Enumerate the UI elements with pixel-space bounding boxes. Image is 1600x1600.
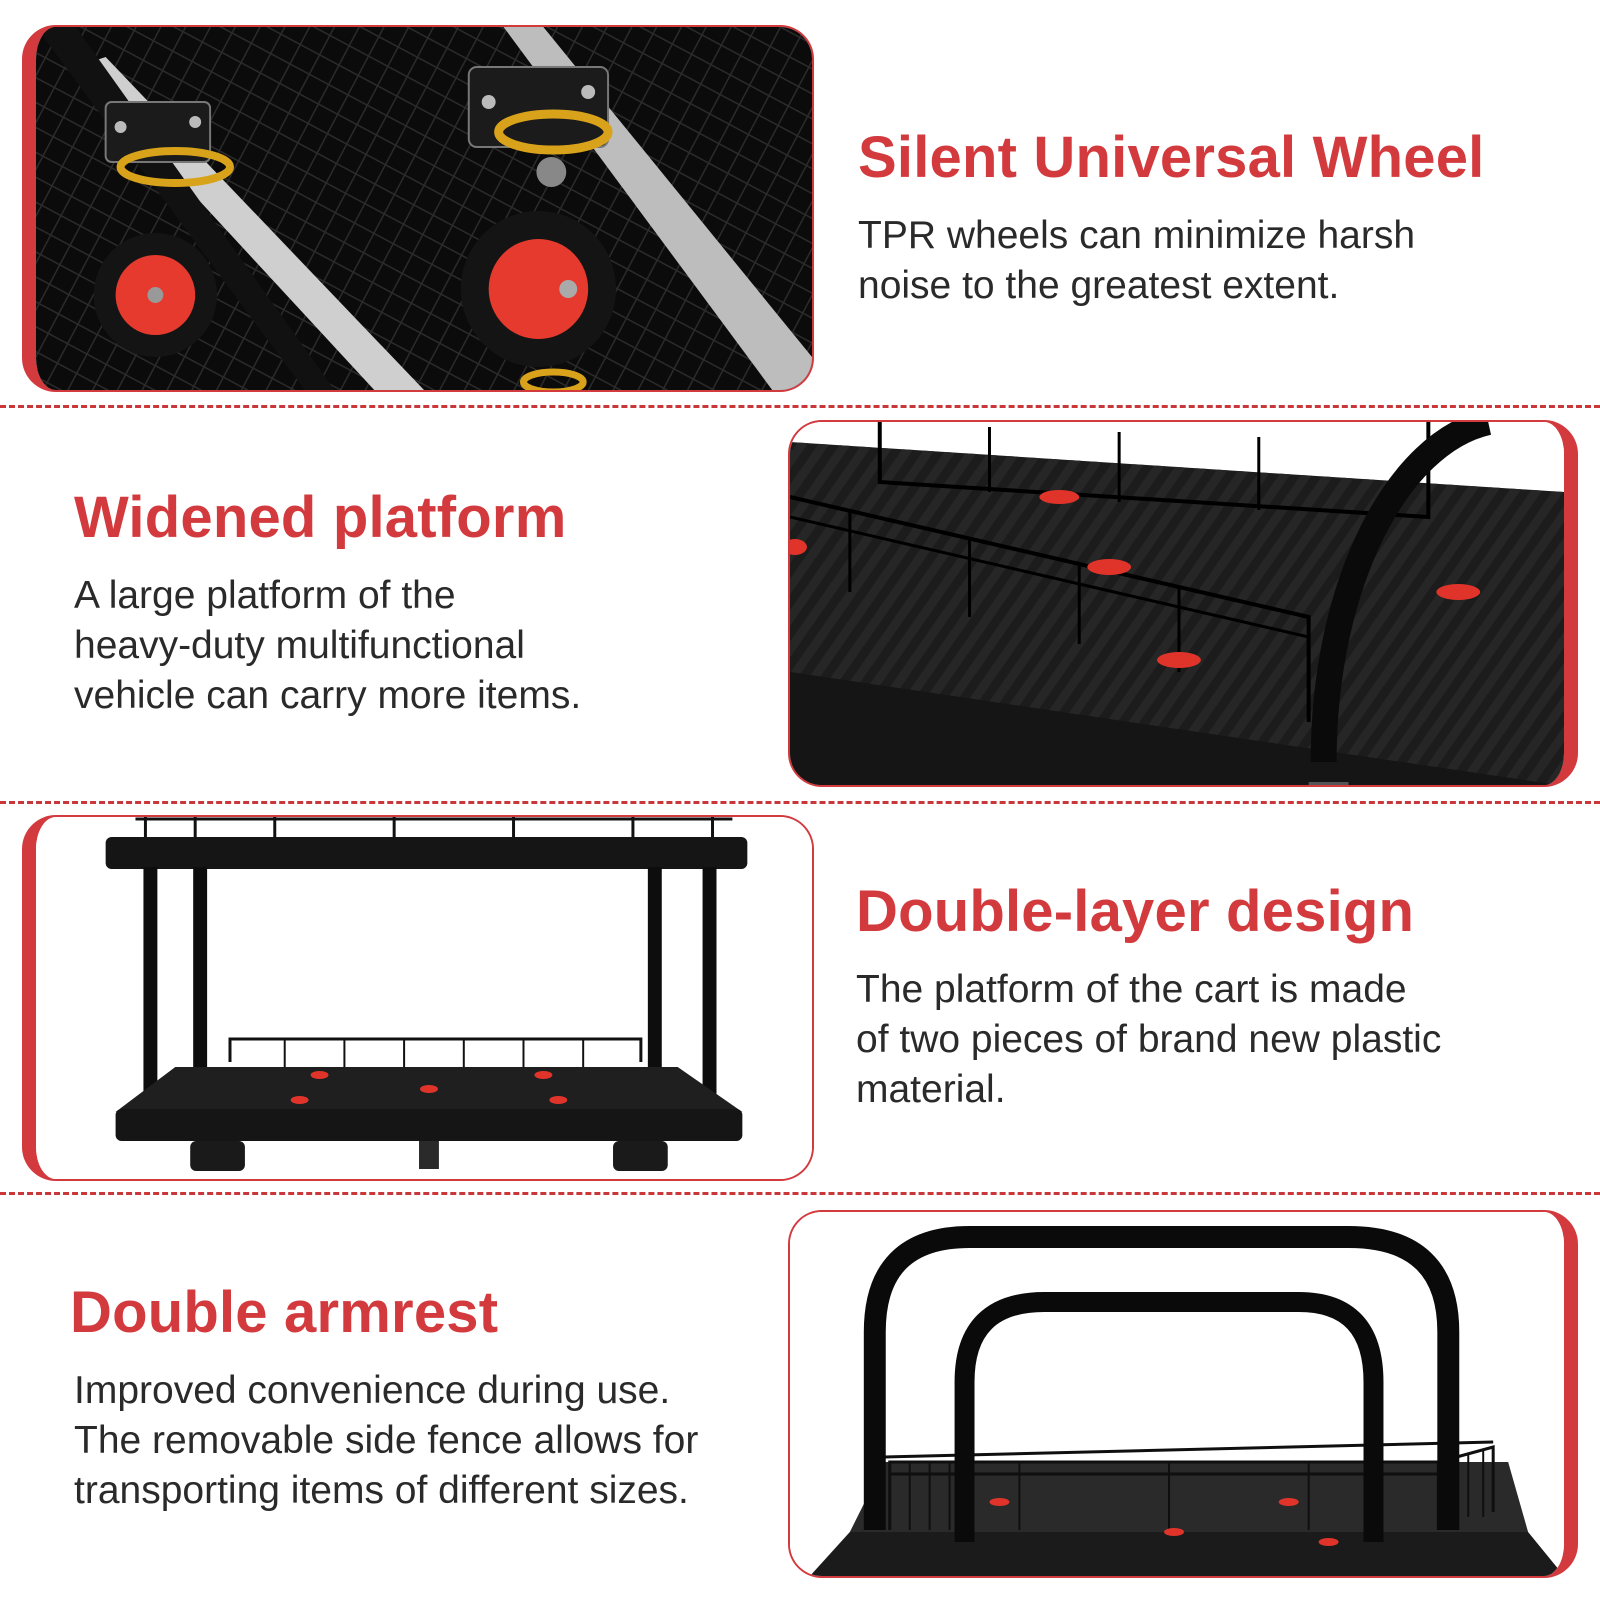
description-line: Improved convenience during use. xyxy=(74,1368,671,1412)
feature-description: TPR wheels can minimize harsh noise to t… xyxy=(858,211,1578,311)
feature-double-layer-design: Double-layer design The platform of the … xyxy=(856,879,1576,1115)
description-line: transporting items of different sizes. xyxy=(74,1468,689,1512)
feature-description: Improved convenience during use. The rem… xyxy=(74,1366,790,1516)
feature-title: Double armrest xyxy=(70,1280,499,1345)
double-armrest-image xyxy=(788,1210,1578,1578)
section-divider xyxy=(0,405,1600,408)
feature-widened-platform: Widened platform A large platform of the… xyxy=(74,485,754,721)
description-line: TPR wheels can minimize harsh xyxy=(858,213,1416,257)
two-tier-cart-image xyxy=(22,815,814,1181)
caster-wheel-image xyxy=(22,25,814,392)
description-line: A large platform of the xyxy=(74,573,456,617)
description-line: material. xyxy=(856,1067,1006,1111)
description-line: noise to the greatest extent. xyxy=(858,263,1340,307)
feature-title: Silent Universal Wheel xyxy=(858,125,1485,190)
feature-description: A large platform of the heavy-duty multi… xyxy=(74,571,754,721)
description-line: The platform of the cart is made xyxy=(856,967,1407,1011)
feature-double-armrest: Double armrest Improved convenience duri… xyxy=(70,1280,790,1516)
feature-title: Widened platform xyxy=(74,485,567,550)
section-divider xyxy=(0,801,1600,804)
description-line: The removable side fence allows for xyxy=(74,1418,699,1462)
description-line: vehicle can carry more items. xyxy=(74,673,582,717)
description-line: of two pieces of brand new plastic xyxy=(856,1017,1442,1061)
section-divider xyxy=(0,1192,1600,1195)
platform-image xyxy=(788,420,1578,787)
feature-description: The platform of the cart is made of two … xyxy=(856,965,1576,1115)
feature-title: Double-layer design xyxy=(856,879,1415,944)
description-line: heavy-duty multifunctional xyxy=(74,623,525,667)
feature-silent-universal-wheel: Silent Universal Wheel TPR wheels can mi… xyxy=(858,125,1578,311)
